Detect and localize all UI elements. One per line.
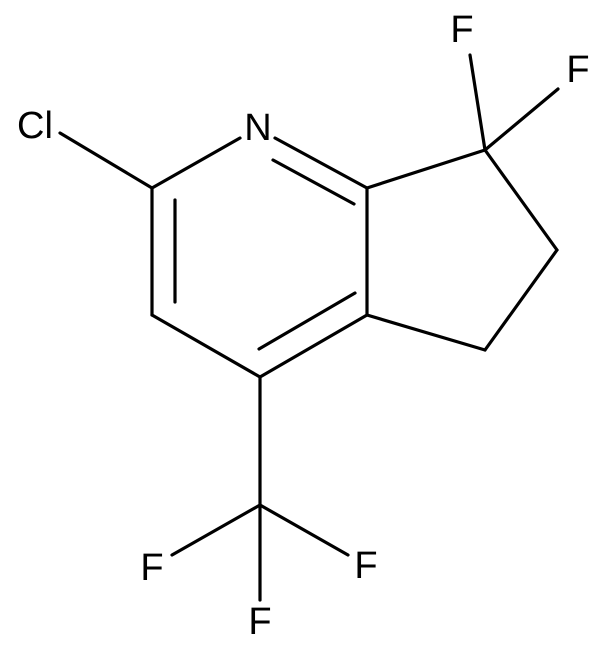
bond-c6-c5 <box>483 248 559 352</box>
fluorine-label-cf3-bottom: F <box>248 601 271 643</box>
bond-c4a-c4 <box>258 313 369 379</box>
bond-c2-n1 <box>150 136 242 190</box>
bond-c4a-c4-double <box>257 291 357 351</box>
bond-c5-c4a <box>365 313 487 352</box>
bond-n1-c7a <box>273 136 369 190</box>
bond-c7-f-top-right <box>483 87 560 152</box>
bond-c4-c3 <box>150 313 262 379</box>
bond-c7-c6 <box>483 148 559 252</box>
bond-c7-f-top-left <box>468 53 487 152</box>
fluorine-label-top-left: F <box>450 9 473 51</box>
fluorine-label-top-right: F <box>566 49 589 91</box>
bond-c7a-c7 <box>365 148 487 190</box>
bond-cf3-f-right <box>258 503 350 557</box>
nitrogen-label: N <box>244 107 271 149</box>
fluorine-label-cf3-left: F <box>140 547 163 589</box>
chlorine-label: Cl <box>17 105 53 147</box>
bond-n1-c7a-double <box>271 158 356 206</box>
fluorine-label-cf3-right: F <box>354 545 377 587</box>
bond-cf3-f-left <box>170 503 262 557</box>
bond-c2-cl <box>58 131 154 190</box>
